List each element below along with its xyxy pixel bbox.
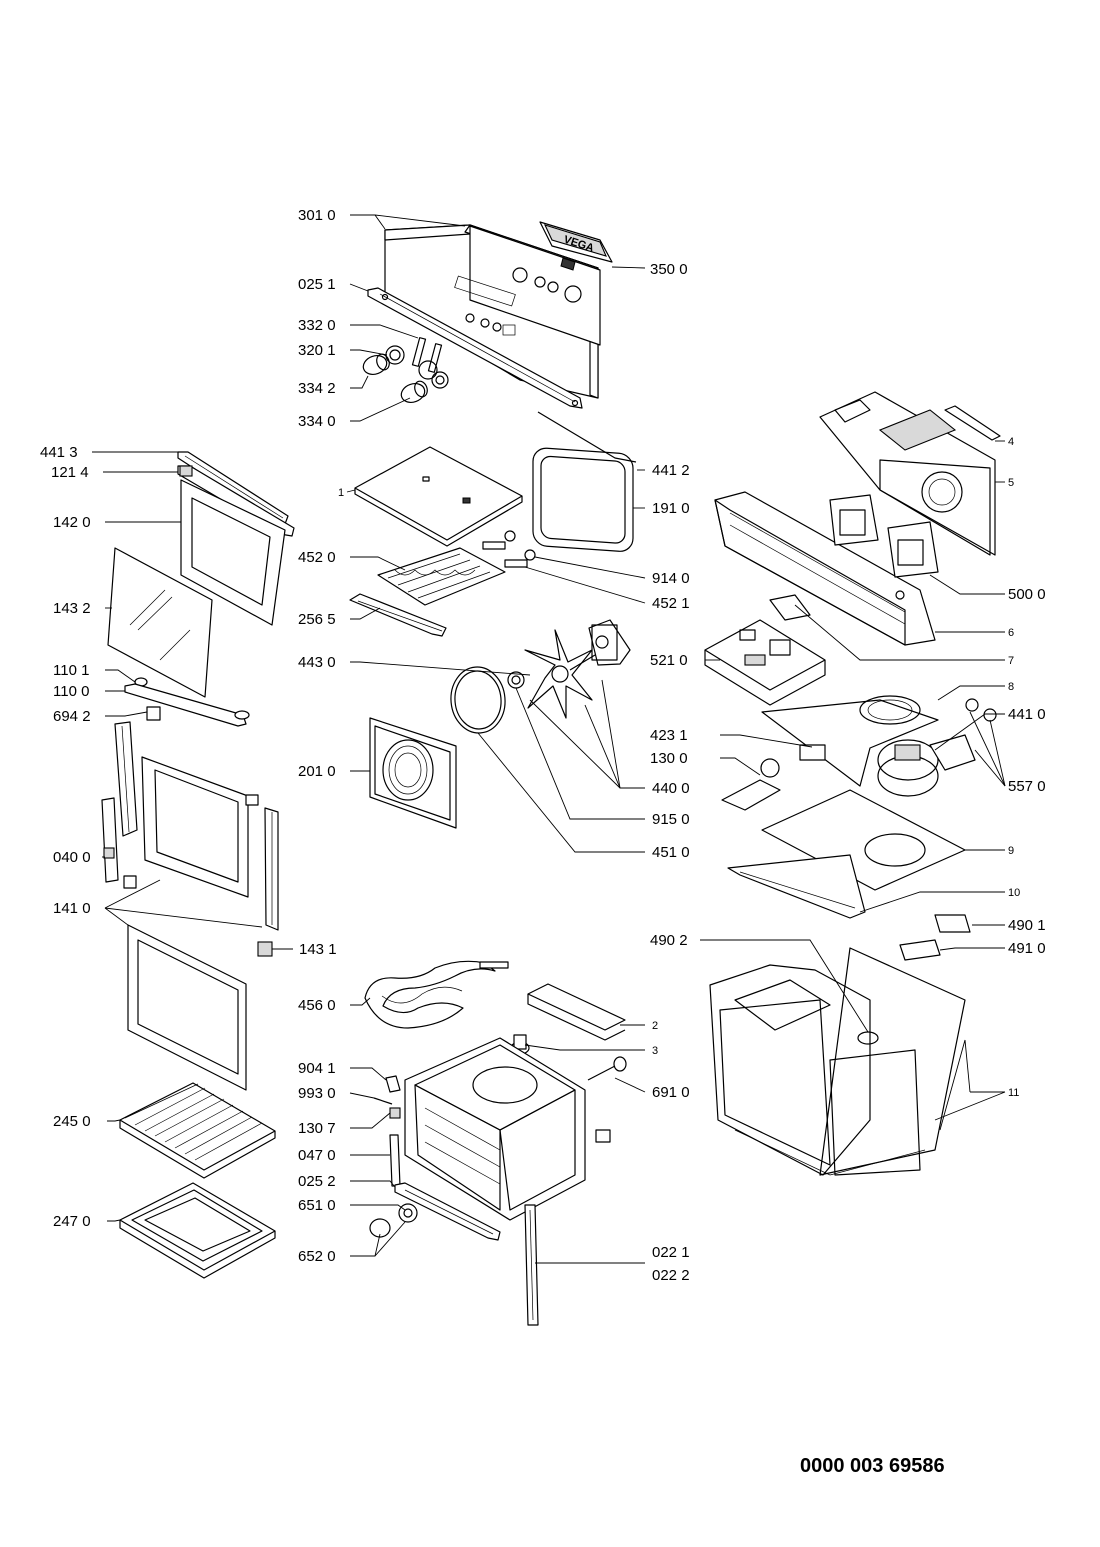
outer-casing-part [709, 947, 966, 1176]
label-334-0: 334 0 [298, 413, 336, 430]
connector-parts [899, 914, 971, 961]
label-332-0: 332 0 [298, 317, 336, 334]
label-9: 9 [1008, 845, 1014, 857]
label-443-0: 443 0 [298, 654, 336, 671]
door-gasket-part [532, 411, 637, 552]
label-521-0: 521 0 [650, 652, 688, 669]
label-6: 6 [1008, 627, 1014, 639]
wire-shelf-part [119, 1082, 276, 1179]
label-121-4: 121 4 [51, 464, 89, 481]
bracket-parts [510, 983, 626, 1055]
label-11: 11 [1008, 1087, 1019, 1099]
top-heating-element-part [349, 530, 536, 637]
label-651-0: 651 0 [298, 1197, 336, 1214]
cooling-duct-part [761, 695, 939, 787]
label-914-0: 914 0 [652, 570, 690, 587]
label-142-0: 142 0 [53, 514, 91, 531]
label-2: 2 [652, 1020, 658, 1032]
label-423-1: 423 1 [650, 727, 688, 744]
label-490-2: 490 2 [650, 932, 688, 949]
label-10: 10 [1008, 887, 1020, 899]
front-rail-part [524, 1204, 539, 1326]
thermostat-parts [721, 744, 826, 811]
label-3: 3 [652, 1045, 658, 1057]
label-7: 7 [1008, 655, 1014, 667]
label-130-0: 130 0 [650, 750, 688, 767]
label-4: 4 [1008, 436, 1014, 448]
label-040-0: 040 0 [53, 849, 91, 866]
label-652-0: 652 0 [298, 1248, 336, 1265]
door-frame-parts [101, 721, 279, 957]
label-320-1: 320 1 [298, 342, 336, 359]
part-number-labels: 301 0 350 0 025 1 332 0 320 1 334 2 334 … [40, 207, 1046, 1284]
label-451-0: 451 0 [652, 844, 690, 861]
knob-parts [362, 337, 449, 404]
temperature-sensor-part [587, 1056, 627, 1081]
label-491-0: 491 0 [1008, 940, 1046, 957]
label-334-2: 334 2 [298, 380, 336, 397]
label-915-0: 915 0 [652, 811, 690, 828]
door-top-profile-part [177, 451, 295, 537]
door-spacer-parts [124, 677, 250, 727]
inner-glass-part [107, 547, 213, 698]
document-number: 0000 003 69586 [800, 1455, 945, 1477]
fan-motor-part [524, 619, 631, 719]
label-110-1: 110 1 [53, 662, 89, 679]
label-247-0: 247 0 [53, 1213, 91, 1230]
label-8: 8 [1008, 681, 1014, 693]
label-452-1: 452 1 [652, 595, 690, 612]
label-130-7: 130 7 [298, 1120, 336, 1137]
rear-fan-cover-part [369, 666, 525, 829]
bottom-heating-element-part [364, 960, 509, 1029]
label-904-1: 904 1 [298, 1060, 336, 1077]
label-022-1: 022 1 [652, 1244, 690, 1261]
label-456-0: 456 0 [298, 997, 336, 1014]
label-694-2: 694 2 [53, 708, 91, 725]
label-350-0: 350 0 [650, 261, 688, 278]
frame-rail-part [367, 287, 583, 409]
label-557-0: 557 0 [1008, 778, 1046, 795]
label-201-0: 201 0 [298, 763, 336, 780]
label-441-2: 441 2 [652, 462, 690, 479]
baking-tray-part [119, 1182, 276, 1279]
label-191-0: 191 0 [652, 500, 690, 517]
electronic-board-part [704, 594, 826, 706]
tangential-fan-part [877, 698, 997, 797]
label-143-1: 143 1 [299, 941, 337, 958]
small-fastener-parts [373, 1075, 401, 1187]
label-110-0: 110 0 [53, 683, 89, 700]
outer-door-glass-part [180, 479, 286, 626]
label-441-0: 441 0 [1008, 706, 1046, 723]
label-025-1: 025 1 [298, 276, 336, 293]
top-cover-part [354, 446, 523, 547]
rear-electrical-box-part [819, 391, 1001, 556]
label-452-0: 452 0 [298, 549, 336, 566]
label-1: 1 [338, 487, 344, 499]
label-500-0: 500 0 [1008, 586, 1046, 603]
label-025-2: 025 2 [298, 1173, 336, 1190]
label-047-0: 047 0 [298, 1147, 336, 1164]
label-141-0: 141 0 [53, 900, 91, 917]
label-441-3: 441 3 [40, 444, 78, 461]
label-691-0: 691 0 [652, 1084, 690, 1101]
label-143-2: 143 2 [53, 600, 91, 617]
label-993-0: 993 0 [298, 1085, 336, 1102]
brand-plate-part: VEGA [539, 221, 613, 271]
lower-rail-part [369, 1182, 501, 1241]
base-plate-parts [727, 789, 966, 919]
label-490-1: 490 1 [1008, 917, 1046, 934]
label-022-2: 022 2 [652, 1267, 690, 1284]
control-housing-part [714, 491, 936, 646]
label-301-0: 301 0 [298, 207, 336, 224]
door-panel-part [127, 924, 247, 1091]
label-245-0: 245 0 [53, 1113, 91, 1130]
oven-cavity-part [404, 1037, 611, 1221]
label-256-5: 256 5 [298, 611, 336, 628]
label-5: 5 [1008, 477, 1014, 489]
leader-lines [92, 214, 1006, 1264]
label-440-0: 440 0 [652, 780, 690, 797]
switch-parts [829, 494, 939, 578]
